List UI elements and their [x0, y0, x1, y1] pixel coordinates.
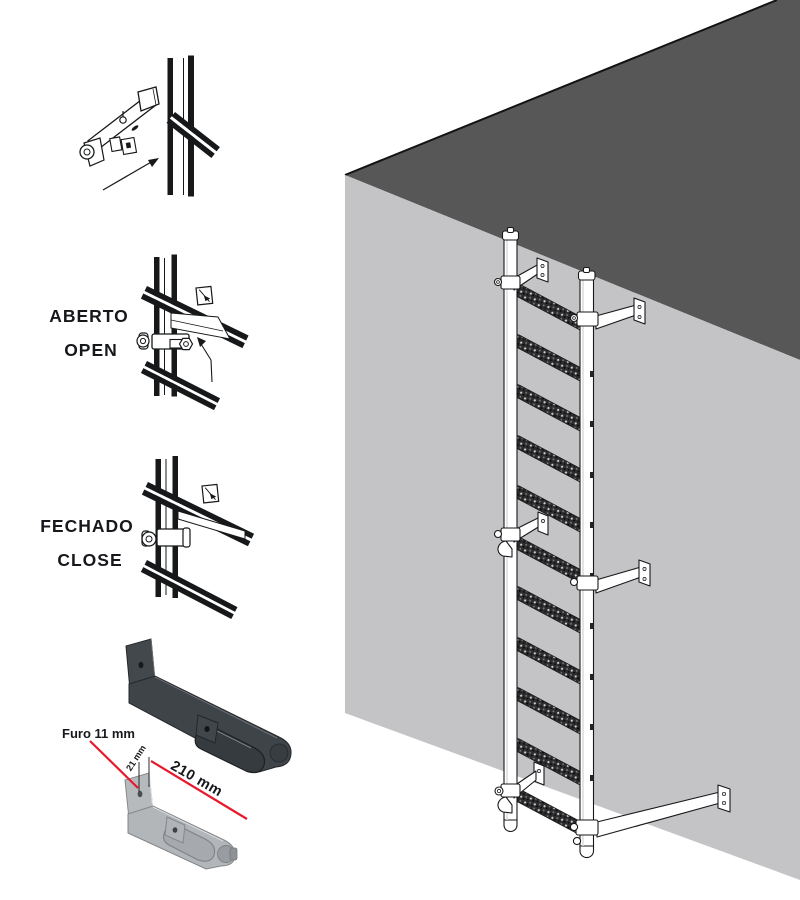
wall-bracket-bottom-left: [494, 761, 545, 814]
step3-tab: [201, 483, 220, 504]
step2-lower-rung: [140, 361, 221, 411]
label-open: OPEN: [64, 340, 118, 360]
step3-lower-rung: [140, 560, 238, 619]
roof-edge: [344, 0, 778, 176]
step1-insert-bracket: [79, 55, 220, 197]
step2-open: ABERTO OPEN: [49, 254, 249, 411]
step1-bracket: [79, 86, 160, 167]
bracket-render-dark: [125, 638, 292, 774]
label-210mm: 210 mm: [168, 758, 225, 800]
bracket-render-light: [124, 772, 238, 870]
leader-length: [150, 760, 248, 820]
step2-arrow: [197, 337, 213, 383]
leader-hole: [89, 740, 139, 789]
wall-ladder: [493, 227, 731, 859]
ladder-rail-right: [577, 267, 596, 859]
roof-face: [345, 0, 800, 360]
step1-rung-stub: [166, 112, 220, 158]
label-aberto: ABERTO: [49, 306, 129, 326]
label-21mm: 21 mm: [124, 743, 148, 772]
step3-clamp: [141, 527, 191, 548]
building: [344, 0, 800, 880]
wall-bracket-top-right: [569, 297, 646, 330]
wall-bracket-middle-right: [569, 559, 651, 594]
step2-clamp: [136, 332, 194, 351]
dimension-lines: [89, 740, 248, 820]
step3-rail: [155, 456, 178, 598]
bracket-dimension-figure: Furo 11 mm 21 mm 210 mm: [62, 638, 292, 870]
label-fechado: FECHADO: [40, 516, 134, 536]
step2-tab: [195, 285, 214, 306]
label-close: CLOSE: [57, 550, 122, 570]
step2-open-plate: [170, 312, 231, 340]
step3-closed: FECHADO CLOSE: [40, 456, 255, 619]
wall-bracket-middle-left: [493, 511, 549, 558]
step3-plate: [177, 510, 246, 540]
wall-bracket-top-left: [493, 257, 549, 291]
step1-arrow: [102, 158, 159, 191]
wall-bracket-bottom-right: [569, 784, 731, 846]
label-furo-11mm: Furo 11 mm: [62, 726, 135, 741]
